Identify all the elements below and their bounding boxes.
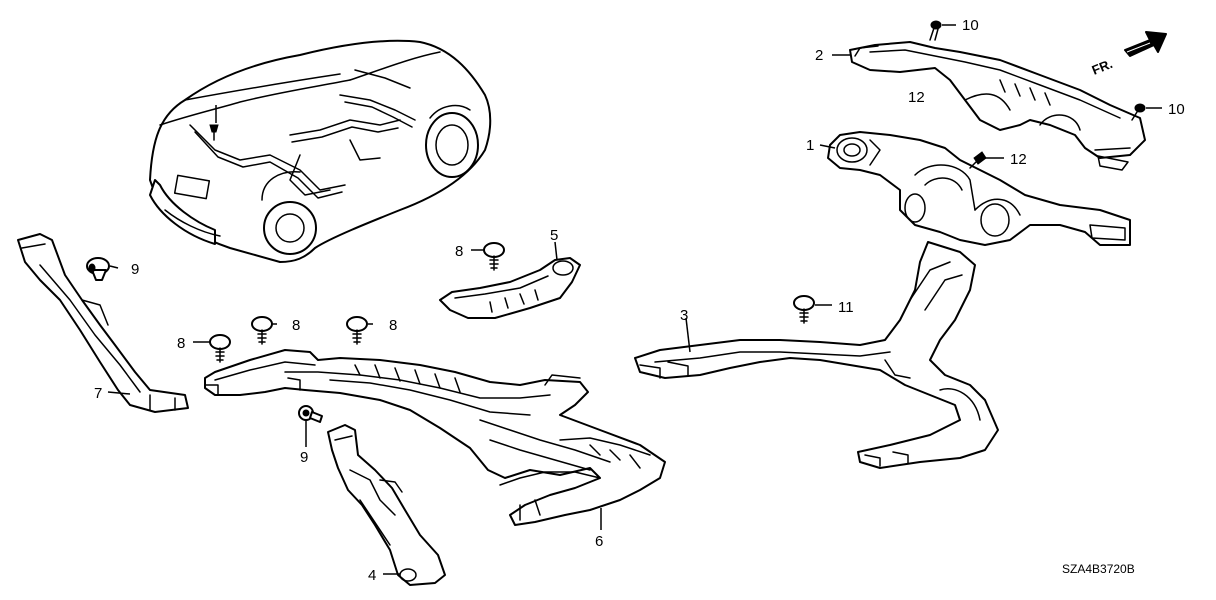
callout-9-lower: 9: [300, 449, 308, 466]
callout-9-upper: 9: [131, 261, 139, 278]
part-7-duct: [17, 233, 189, 413]
center-floor-duct: [204, 349, 666, 526]
callout-10-top: 10: [962, 17, 979, 34]
drawing-code: SZA4B3720B: [1062, 562, 1135, 576]
callout-12-upper: 12: [908, 89, 925, 106]
screw-12-upper: [209, 124, 219, 141]
part-4-duct: [327, 424, 446, 586]
callout-7: 7: [94, 385, 102, 402]
front-indicator-label: FR.: [1090, 56, 1115, 78]
callout-8-left: 8: [177, 335, 185, 352]
callout-3: 3: [680, 307, 688, 324]
part-3-duct: [634, 241, 999, 469]
callout-2: 2: [815, 47, 823, 64]
callout-10-right: 10: [1168, 101, 1185, 118]
clip-9-upper: [86, 257, 110, 281]
clip-8-mid-a: [251, 316, 273, 345]
part-5-duct: [439, 257, 581, 319]
clip-8-mid-b: [346, 316, 368, 345]
callout-4: 4: [368, 567, 376, 584]
callout-8-mid-b: 8: [389, 317, 397, 334]
leader-lines: [107, 24, 1162, 575]
clip-11: [793, 295, 815, 324]
callout-1: 1: [806, 137, 814, 154]
screw-12-lower: [969, 151, 987, 169]
callout-labels: 2 1 3 5 7 9 8 8 8 8 9 4 6 10 10 11 12 12: [94, 17, 1185, 584]
front-direction-arrow: FR.: [1090, 31, 1167, 78]
clip-8-left: [209, 334, 231, 363]
part-1-duct: [827, 131, 1131, 246]
callout-12-lower: 12: [1010, 151, 1027, 168]
screw-10-top: [929, 20, 942, 41]
callout-8-top: 8: [455, 243, 463, 260]
clip-9-lower: [298, 405, 323, 423]
clip-8-top: [483, 242, 505, 271]
callout-8-mid-a: 8: [292, 317, 300, 334]
vehicle-location-illustration: [149, 39, 492, 263]
callout-11: 11: [838, 299, 854, 316]
callout-6: 6: [595, 533, 603, 550]
screw-10-right: [1131, 103, 1146, 121]
part-2-duct: [849, 41, 1146, 171]
callout-5: 5: [550, 227, 558, 244]
